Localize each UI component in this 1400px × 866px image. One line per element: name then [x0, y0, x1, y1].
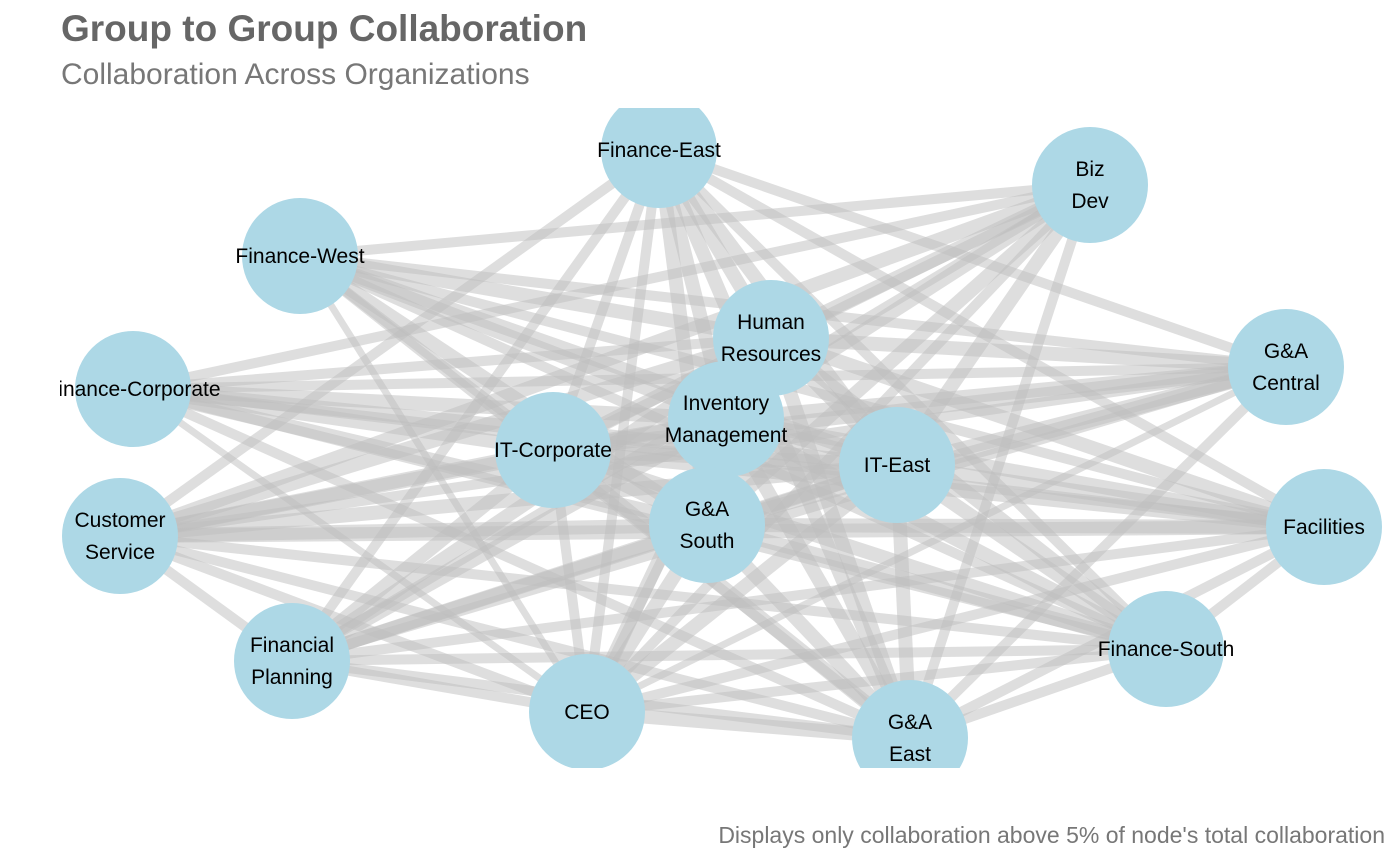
node-circle — [234, 603, 350, 719]
node-ga-east[interactable]: G&A East — [852, 680, 968, 796]
edge-financial-planning-finance-south — [291, 644, 1167, 666]
node-circle — [75, 331, 191, 447]
node-finance-east[interactable]: Finance-East — [597, 92, 721, 208]
edge-it-east-customer-service — [119, 458, 898, 543]
node-label: Biz — [1075, 158, 1104, 181]
node-label: Management — [665, 424, 788, 447]
edge-finance-west-facilities — [298, 251, 1326, 532]
node-label: Customer — [74, 509, 165, 532]
edge-ga-south-finance-south — [705, 518, 1168, 656]
node-finance-corporate[interactable]: Finance-Corporate — [45, 331, 221, 447]
node-label: Facilities — [1283, 516, 1365, 539]
edge-finance-east-customer-service — [117, 145, 662, 541]
node-ceo[interactable]: CEO — [529, 654, 645, 770]
edge-it-corporate-customer-service — [118, 443, 555, 543]
node-finance-south[interactable]: Finance-South — [1098, 591, 1235, 707]
node-label: East — [889, 743, 931, 766]
edge-customer-service-ceo — [118, 531, 589, 717]
node-circle — [62, 478, 178, 594]
diagram-caption: Displays only collaboration above 5% of … — [718, 822, 1385, 848]
node-circle — [649, 467, 765, 583]
node-it-east[interactable]: IT-East — [839, 407, 955, 523]
node-circle — [839, 407, 955, 523]
node-label: Finance-East — [597, 139, 721, 162]
node-it-corporate[interactable]: IT-Corporate — [494, 392, 612, 508]
diagram-title: Group to Group Collaboration — [61, 8, 588, 49]
edge-it-east-facilities — [895, 458, 1326, 534]
node-ga-central[interactable]: G&A Central — [1228, 309, 1344, 425]
node-circle — [852, 680, 968, 768]
node-circle — [495, 392, 611, 508]
node-label: IT-Corporate — [494, 439, 612, 462]
nodes-layer: Finance-EastBizDevFinance-WestHumanResou… — [45, 92, 1382, 796]
node-label: Service — [85, 541, 155, 564]
edge-facilities-financial-planning — [291, 522, 1325, 666]
node-circle — [1228, 309, 1344, 425]
edge-human-resources-finance-corporate — [132, 333, 772, 394]
node-label: Finance-West — [235, 245, 364, 268]
node-circle — [242, 198, 358, 314]
edge-finance-west-ceo — [297, 254, 590, 714]
node-label: Dev — [1071, 190, 1109, 213]
diagram-subtitle: Collaboration Across Organizations — [61, 58, 530, 91]
node-label: Planning — [251, 666, 333, 689]
node-label: IT-East — [864, 454, 931, 477]
edge-customer-service-finance-south — [119, 531, 1167, 654]
node-label: Resources — [721, 343, 821, 366]
node-label: Central — [1252, 372, 1320, 395]
node-ga-south[interactable]: G&A South — [649, 467, 765, 583]
node-label: CEO — [564, 701, 610, 724]
node-label: Finance-South — [1098, 638, 1235, 661]
node-finance-west[interactable]: Finance-West — [235, 198, 365, 314]
node-label: Human — [737, 311, 805, 334]
edge-ga-south-financial-planning — [289, 518, 710, 668]
edge-finance-south-ceo — [586, 644, 1167, 717]
node-circle — [668, 361, 784, 477]
edge-facilities-ceo — [585, 522, 1326, 717]
node-circle — [1032, 127, 1148, 243]
node-circle — [1266, 469, 1382, 585]
edge-finance-corporate-ga-east — [130, 384, 913, 743]
edge-human-resources-ga-central — [770, 331, 1287, 374]
node-circle — [601, 108, 717, 208]
edge-biz-dev-finance-west — [299, 180, 1091, 261]
node-label: Financial — [250, 634, 334, 657]
node-label: G&A — [888, 711, 932, 734]
node-circle — [1108, 591, 1224, 707]
node-circle — [529, 654, 645, 768]
edge-ga-south-facilities — [706, 518, 1325, 534]
node-label: Inventory — [683, 392, 770, 415]
node-label: Finance-Corporate — [45, 378, 220, 401]
node-label: South — [680, 530, 735, 553]
node-facilities[interactable]: Facilities — [1266, 469, 1382, 585]
node-label: G&A — [685, 498, 729, 521]
node-label: G&A — [1264, 340, 1308, 363]
